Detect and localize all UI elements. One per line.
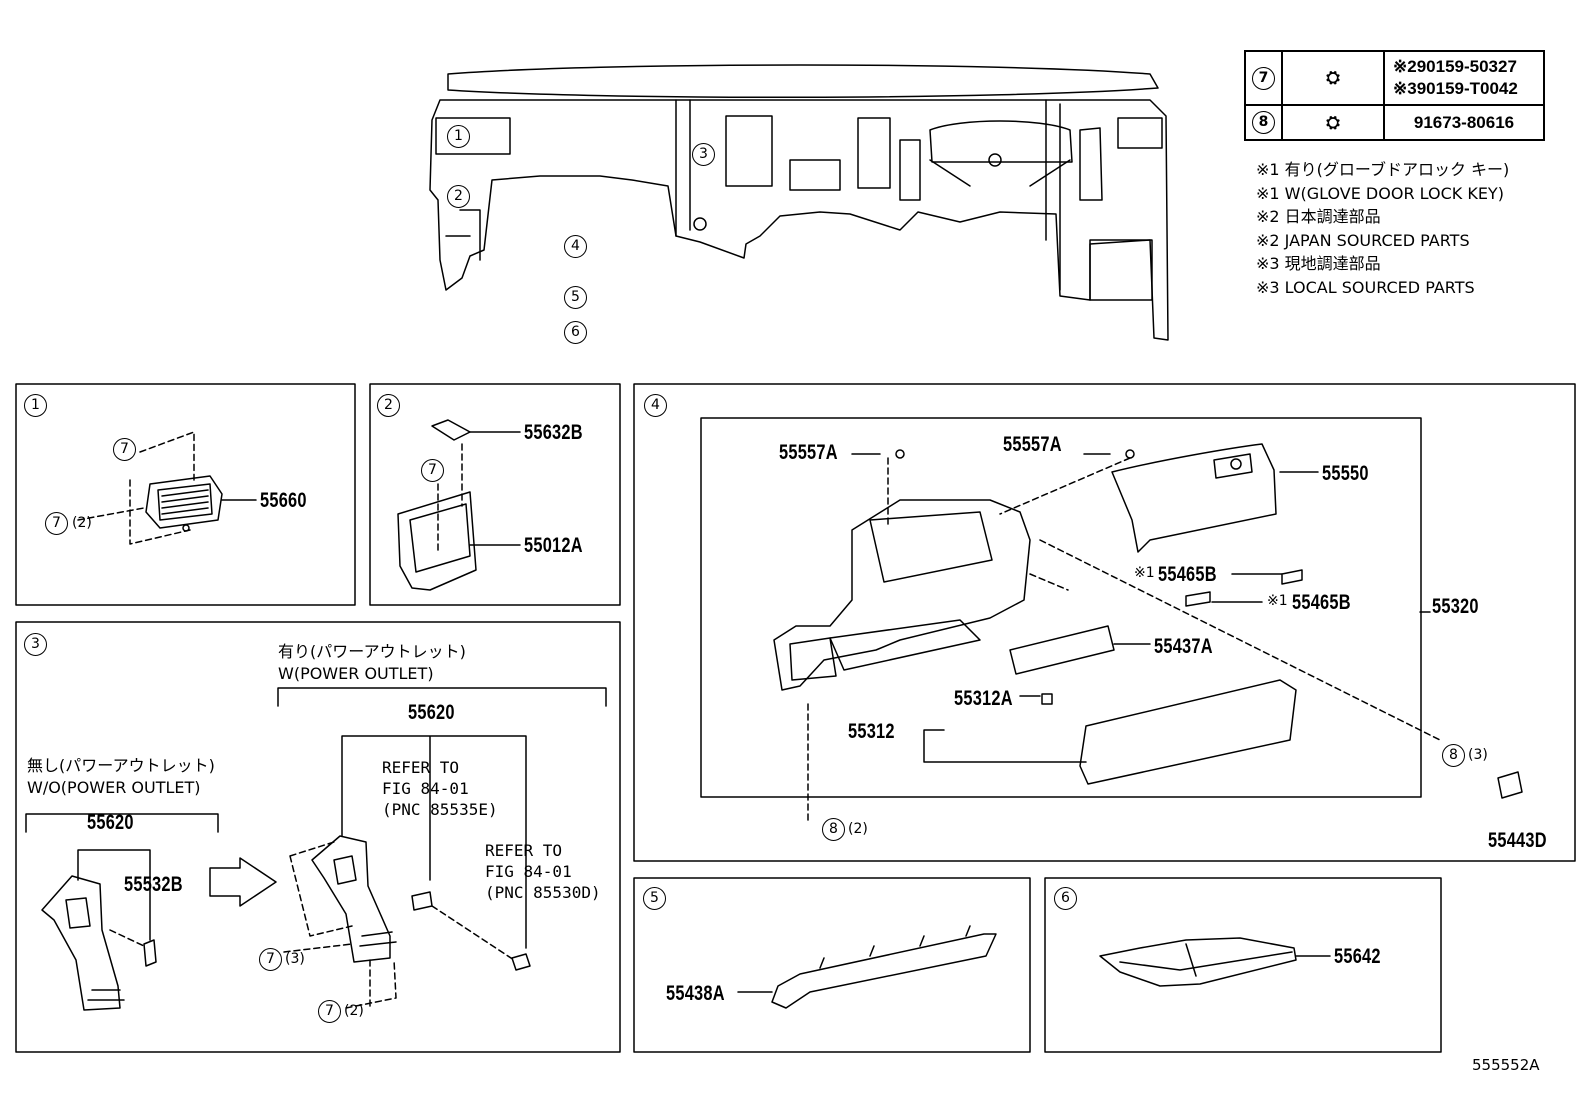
panel6-drawing <box>1099 937 1331 987</box>
legend-callout-7: 7 <box>1252 66 1275 90</box>
part-number-label: 55557A <box>779 441 838 464</box>
panel1-callout-7: 7 <box>45 512 68 535</box>
part-number-label: 55443D <box>1488 829 1547 852</box>
panel4-ref-callout: 4 <box>644 394 667 417</box>
overview-callout-2: 2 <box>447 185 470 208</box>
panel2-drawing <box>397 419 521 591</box>
refer-note-line: FIG 84-01 <box>382 779 469 798</box>
panel5-ref-callout: 5 <box>643 887 666 910</box>
panel3-quantity: (2) <box>344 1003 364 1019</box>
panel1-drawing <box>77 431 257 545</box>
panel3-ref-callout: 3 <box>24 633 47 656</box>
dashboard-overview-drawing <box>429 64 1169 341</box>
panel3-callout-7: 7 <box>259 948 282 971</box>
panel2-ref-callout: 2 <box>377 394 400 417</box>
bolt-icon: ⛭ <box>1281 50 1385 106</box>
overview-callout-1: 1 <box>447 125 470 148</box>
bolt-icon: ⛭ <box>1281 104 1385 141</box>
legend-part-number: 91673-80616 <box>1413 112 1515 132</box>
fastener-legend-table: 7 ⛭ ※290159-50327 ※390159-T0042 8 ⛭ 9167… <box>1244 50 1545 141</box>
part-number-label: 55620 <box>87 811 134 834</box>
note-mark: ※1 <box>1134 565 1155 581</box>
panel6-frame <box>1044 877 1442 1053</box>
part-number-label: 55642 <box>1334 945 1381 968</box>
panel4-callout-8: 8 <box>822 818 845 841</box>
part-number-label: 55312A <box>954 687 1013 710</box>
panel1-ref-callout: 1 <box>24 394 47 417</box>
part-number-label: 55320 <box>1432 595 1479 618</box>
part-number-label: 55465B <box>1158 563 1217 586</box>
overview-callout-6: 6 <box>564 321 587 344</box>
panel6-ref-callout: 6 <box>1054 887 1077 910</box>
legend-part-number: ※390159-T0042 <box>1393 79 1518 98</box>
part-number-label: 55465B <box>1292 591 1351 614</box>
part-number-label: 55532B <box>124 873 183 896</box>
note-mark: ※1 <box>1267 593 1288 609</box>
panel5-frame <box>633 877 1031 1053</box>
note-line: ※1 W(GLOVE DOOR LOCK KEY) <box>1256 184 1504 203</box>
panel3-quantity: (3) <box>285 951 305 967</box>
note-line: ※2 JAPAN SOURCED PARTS <box>1256 231 1470 250</box>
panel4-inner-frame <box>700 417 1422 798</box>
panel2-callout-7: 7 <box>421 459 444 482</box>
part-number-label: 55660 <box>260 489 307 512</box>
overview-callout-4: 4 <box>564 235 587 258</box>
panel4-quantity: (2) <box>848 821 868 837</box>
panel2-frame <box>369 383 621 606</box>
with-power-outlet-jp: 有り(パワーアウトレット) <box>278 642 466 661</box>
panel5-drawing <box>737 925 997 1009</box>
panel3-callout-7: 7 <box>318 1000 341 1023</box>
refer-note-line: REFER TO <box>382 758 460 777</box>
without-power-outlet-en: W/O(POWER OUTLET) <box>27 778 201 797</box>
refer-note-line: (PNC 85530D) <box>485 883 601 902</box>
legend-row: 7 ⛭ ※290159-50327 ※390159-T0042 <box>1244 50 1545 106</box>
panel4-quantity: (3) <box>1468 747 1488 763</box>
with-power-outlet-en: W(POWER OUTLET) <box>278 664 434 683</box>
panel1-quantity: (2) <box>72 515 92 531</box>
refer-note-line: FIG 84-01 <box>485 862 572 881</box>
legend-part-number: ※290159-50327 <box>1393 57 1517 76</box>
note-line: ※3 現地調達部品 <box>1256 254 1381 273</box>
refer-note-line: (PNC 85535E) <box>382 800 498 819</box>
part-number-label: 55438A <box>666 982 725 1005</box>
part-number-label: 55012A <box>524 534 583 557</box>
panel1-frame <box>15 383 356 606</box>
part-number-label: 55632B <box>524 421 583 444</box>
overview-callout-3: 3 <box>692 143 715 166</box>
without-power-outlet-jp: 無し(パワーアウトレット) <box>27 756 215 775</box>
panel4-callout-8: 8 <box>1442 744 1465 767</box>
note-line: ※1 有り(グローブドアロック キー) <box>1256 160 1510 179</box>
part-number-label: 55312 <box>848 720 895 743</box>
part-number-label: 55550 <box>1322 462 1369 485</box>
panel4-drawing <box>773 443 1523 823</box>
note-line: ※2 日本調達部品 <box>1256 207 1381 226</box>
legend-row: 8 ⛭ 91673-80616 <box>1244 104 1545 141</box>
panel3-drawing <box>25 687 607 1011</box>
panel3-frame <box>15 621 621 1053</box>
overview-callout-5: 5 <box>564 286 587 309</box>
part-number-label: 55620 <box>408 701 455 724</box>
part-number-label: 55557A <box>1003 433 1062 456</box>
refer-note-line: REFER TO <box>485 841 563 860</box>
part-number-label: 55437A <box>1154 635 1213 658</box>
figure-id: 555552A <box>1472 1056 1540 1074</box>
panel4-frame <box>633 383 1576 862</box>
panel1-callout-7: 7 <box>113 438 136 461</box>
note-line: ※3 LOCAL SOURCED PARTS <box>1256 278 1475 297</box>
legend-callout-8: 8 <box>1252 111 1275 134</box>
